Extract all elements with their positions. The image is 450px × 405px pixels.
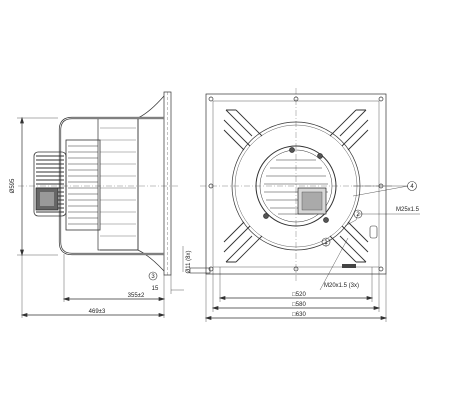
square-dim-1-label: □520 [292, 292, 306, 298]
connector [369, 225, 378, 239]
balloon-3-label: 3 [151, 274, 155, 280]
balloon-1 [321, 237, 331, 247]
mounting-foot [189, 267, 211, 274]
square-dim-2-label: □580 [292, 302, 306, 308]
thread-callout-2: M20x1.5 (3x) [324, 283, 359, 289]
motor-cooling-fins [33, 151, 67, 217]
thread-callout-1: M25x1.5 [396, 207, 420, 213]
motor-hub [65, 139, 101, 231]
cable-gland-top [289, 147, 295, 153]
balloon-4 [407, 181, 417, 191]
corner-hole-tl [208, 96, 214, 102]
square-dim-3-label: □630 [292, 312, 306, 318]
balloon-1-label: 1 [324, 240, 328, 246]
hole-label: Ø11 (8x) [186, 251, 192, 274]
corner-hole-tr [378, 96, 384, 102]
length-label-2: 469±3 [89, 309, 106, 315]
corner-hole-bl [208, 266, 214, 272]
corner-struts [223, 109, 369, 263]
corner-hole-br [378, 266, 384, 272]
balloon-2 [353, 209, 363, 219]
inlet-nozzle-top [100, 95, 165, 119]
length-label-1: 355±2 [128, 293, 145, 299]
impeller [97, 117, 139, 251]
balloon-2-label: 2 [356, 212, 360, 218]
diameter-label: Ø595 [10, 178, 16, 193]
balloon-4-label: 4 [410, 184, 414, 190]
balloon-3 [148, 271, 158, 281]
side-view [17, 91, 211, 318]
front-view [200, 88, 420, 322]
thickness-label: 15 [152, 286, 159, 292]
